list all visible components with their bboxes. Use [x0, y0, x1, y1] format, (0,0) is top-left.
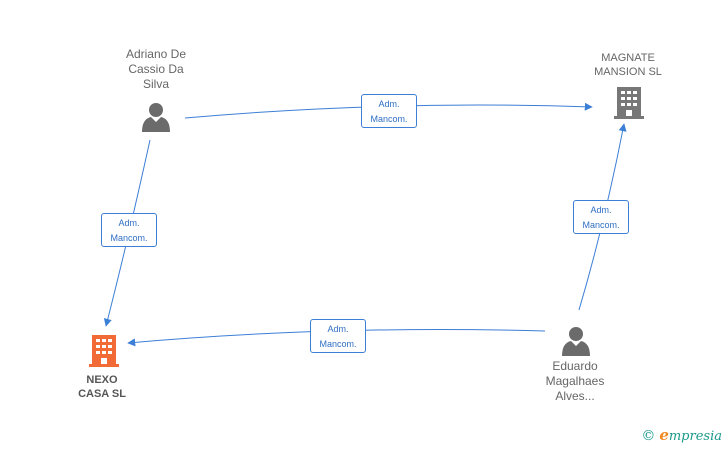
- edge-label-eduardo-magnate[interactable]: Adm. Mancom.: [573, 200, 629, 234]
- edge-role: Adm.: [118, 218, 140, 228]
- person-icon[interactable]: [562, 327, 590, 356]
- node-label-nexo[interactable]: NEXO CASA SL: [78, 374, 126, 400]
- edge-role-detail: Mancom.: [110, 233, 148, 243]
- edge-role-detail: Mancom.: [370, 114, 408, 124]
- node-label-magnate[interactable]: MAGNATE MANSION SL: [594, 52, 662, 78]
- edge-label-eduardo-nexo[interactable]: Adm. Mancom.: [310, 319, 366, 353]
- node-label-adriano[interactable]: Adriano De Cassio Da Silva: [125, 47, 187, 91]
- edge-role: Adm.: [590, 205, 612, 215]
- brand-name: mpresia: [668, 429, 722, 444]
- edge-label-adriano-nexo[interactable]: Adm. Mancom.: [101, 213, 157, 247]
- copyright-icon: ©: [641, 428, 656, 444]
- edge-role-detail: Mancom.: [319, 339, 357, 349]
- person-icon[interactable]: [142, 103, 170, 132]
- edge-label-adriano-magnate[interactable]: Adm. Mancom.: [361, 94, 417, 128]
- node-label-eduardo[interactable]: Eduardo Magalhaes Alves...: [545, 359, 605, 403]
- building-icon[interactable]: [89, 335, 119, 367]
- brand-watermark: ©empresia: [641, 426, 722, 444]
- edge-role-detail: Mancom.: [582, 220, 620, 230]
- edge-role: Adm.: [327, 324, 349, 334]
- brand-initial: e: [659, 426, 669, 444]
- edge-role: Adm.: [378, 99, 400, 109]
- building-icon[interactable]: [614, 87, 644, 119]
